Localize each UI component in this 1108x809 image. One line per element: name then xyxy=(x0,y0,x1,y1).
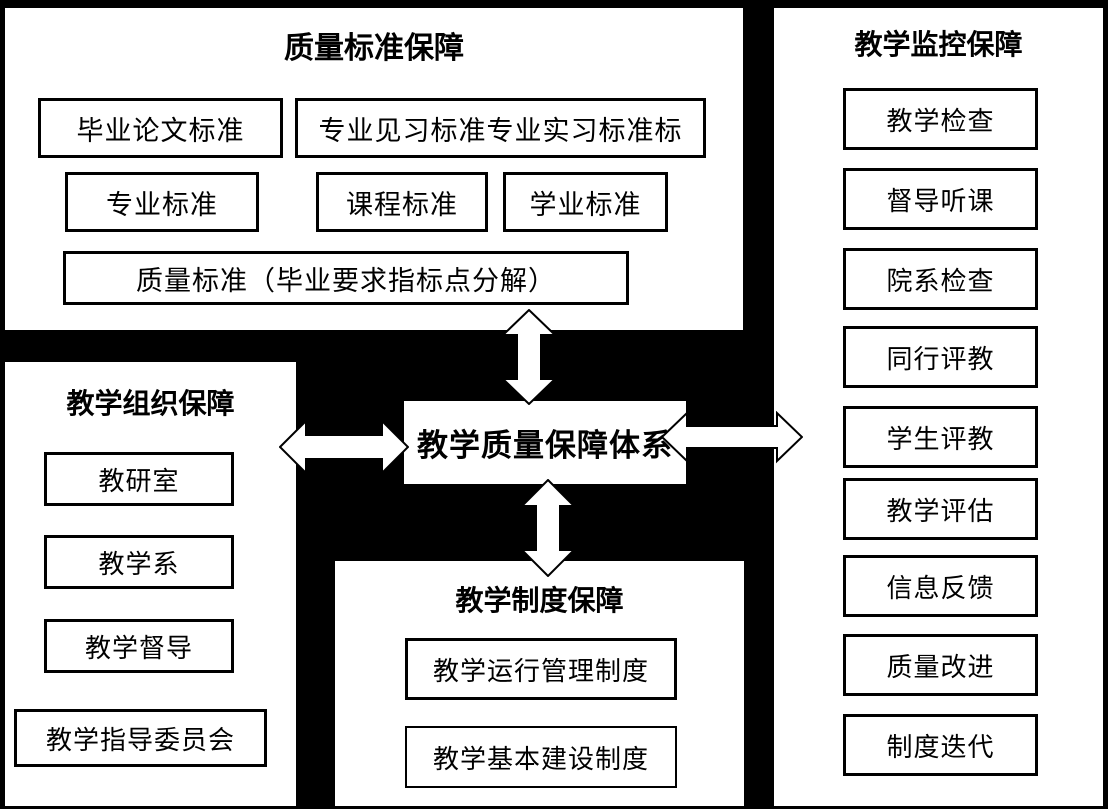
node-label: 课程标准 xyxy=(346,189,458,220)
node-major-standard[interactable]: 专业标准 xyxy=(65,172,259,232)
connector-center-to-teaching-monitor xyxy=(661,411,803,464)
node-label: 质量改进 xyxy=(886,652,995,682)
node-teaching-basic-construction-system[interactable]: 教学基本建设制度 xyxy=(405,726,677,788)
node-label: 专业见习标准专业实习标准标 xyxy=(318,115,683,146)
node-teaching-assessment[interactable]: 教学评估 xyxy=(843,478,1038,540)
node-label: 教学督导 xyxy=(84,633,193,663)
connector-center-to-teaching-system xyxy=(521,479,576,577)
panel-teaching-system: 教学制度保障 教学运行管理制度 教学基本建设制度 xyxy=(335,561,744,806)
node-label: 制度迭代 xyxy=(886,732,995,762)
panel-teaching-system-title: 教学制度保障 xyxy=(455,586,624,617)
node-label: 教学指导委员会 xyxy=(45,725,235,755)
node-teaching-operation-management-system[interactable]: 教学运行管理制度 xyxy=(405,638,677,700)
node-teaching-steering-committee[interactable]: 教学指导委员会 xyxy=(14,709,267,767)
node-quality-standard-decomposition[interactable]: 质量标准（毕业要求指标点分解） xyxy=(63,251,629,305)
node-label: 院系检查 xyxy=(886,266,995,296)
panel-quality-standard-title: 质量标准保障 xyxy=(284,32,464,65)
node-academic-standard[interactable]: 学业标准 xyxy=(503,172,668,232)
node-label: 教学运行管理制度 xyxy=(432,656,649,686)
node-label: 学生评教 xyxy=(886,424,995,454)
node-label: 毕业论文标准 xyxy=(76,115,245,146)
node-teaching-department[interactable]: 教学系 xyxy=(44,535,234,589)
node-quality-improvement[interactable]: 质量改进 xyxy=(843,634,1038,696)
node-teaching-supervision[interactable]: 教学督导 xyxy=(44,619,234,673)
panel-teaching-org-title: 教学组织保障 xyxy=(66,389,235,420)
node-peer-evaluation[interactable]: 同行评教 xyxy=(843,326,1038,388)
node-label: 教研室 xyxy=(98,466,180,496)
node-graduation-thesis-standard[interactable]: 毕业论文标准 xyxy=(38,98,283,158)
center-node-label: 教学质量保障体系 xyxy=(417,428,673,463)
node-teaching-quality-assurance-system[interactable]: 教学质量保障体系 xyxy=(404,401,686,484)
node-information-feedback[interactable]: 信息反馈 xyxy=(843,555,1038,617)
node-label: 信息反馈 xyxy=(886,573,995,603)
node-label: 督导听课 xyxy=(886,186,995,216)
node-teaching-inspection[interactable]: 教学检查 xyxy=(843,88,1038,150)
connector-teaching-org-to-center xyxy=(279,419,409,476)
node-label: 质量标准（毕业要求指标点分解） xyxy=(136,265,556,296)
node-system-iteration[interactable]: 制度迭代 xyxy=(843,714,1038,776)
node-label: 同行评教 xyxy=(886,344,995,374)
node-label: 教学检查 xyxy=(886,106,995,136)
panel-quality-standard: 质量标准保障 毕业论文标准 专业见习标准专业实习标准标 专业标准 课程标准 学业… xyxy=(5,8,743,330)
node-internship-practice-standard[interactable]: 专业见习标准专业实习标准标 xyxy=(295,98,706,158)
node-course-standard[interactable]: 课程标准 xyxy=(316,172,488,232)
node-label: 教学基本建设制度 xyxy=(432,744,649,774)
panel-teaching-org: 教学组织保障 教研室 教学系 教学督导 教学指导委员会 xyxy=(5,362,296,806)
node-student-evaluation[interactable]: 学生评教 xyxy=(843,406,1038,468)
node-department-inspection[interactable]: 院系检查 xyxy=(843,248,1038,310)
panel-teaching-monitor-title: 教学监控保障 xyxy=(854,30,1023,61)
panel-teaching-monitor: 教学监控保障 教学检查 督导听课 院系检查 同行评教 学生评教 教学评估 信息反… xyxy=(774,8,1103,806)
node-label: 教学系 xyxy=(98,549,180,579)
node-label: 学业标准 xyxy=(529,189,642,220)
node-teaching-research-office[interactable]: 教研室 xyxy=(44,452,234,506)
node-label: 教学评估 xyxy=(886,496,995,526)
node-label: 专业标准 xyxy=(106,189,218,220)
connector-quality-standard-to-center xyxy=(501,309,557,405)
node-supervisor-class-observation[interactable]: 督导听课 xyxy=(843,168,1038,230)
